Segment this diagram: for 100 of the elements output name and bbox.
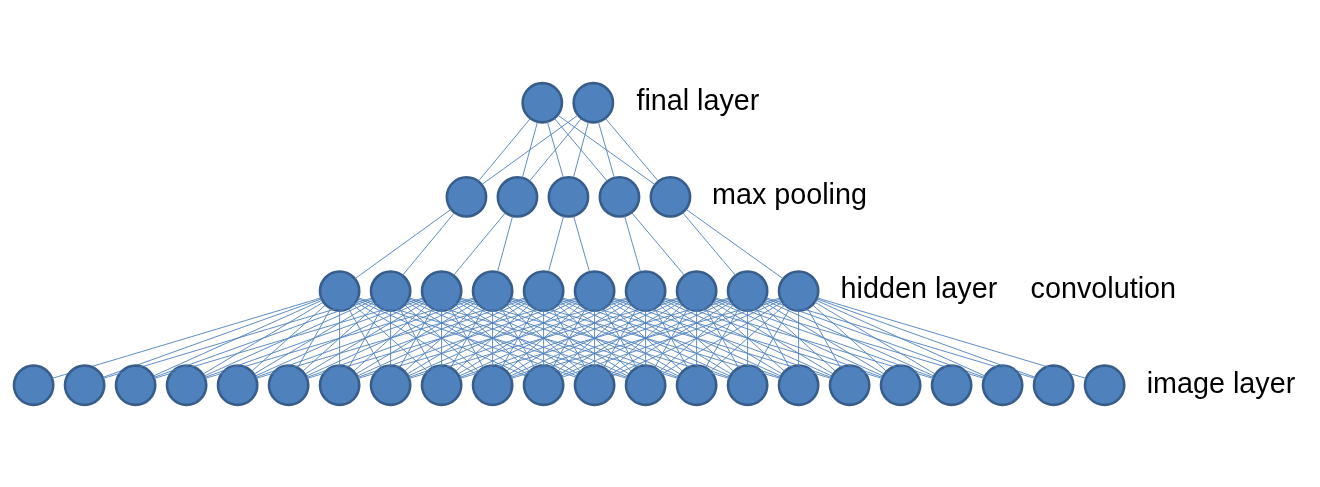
connector [492, 309, 494, 366]
connector [798, 309, 800, 366]
connector [663, 298, 883, 378]
connector [696, 309, 698, 366]
connector [408, 298, 628, 378]
node-circle [1083, 363, 1126, 406]
connector [663, 297, 934, 379]
connector [510, 297, 781, 379]
connector [747, 309, 749, 366]
connector [553, 117, 608, 182]
connector [302, 304, 377, 372]
connector [354, 208, 452, 279]
node-circle [930, 363, 973, 406]
connector [662, 299, 833, 376]
connector [304, 301, 426, 375]
connector [631, 211, 685, 276]
connector [761, 304, 836, 372]
node-circle [445, 175, 488, 218]
connector [546, 120, 564, 178]
node-circle [777, 269, 820, 312]
connector [297, 307, 331, 368]
node-circle [318, 363, 361, 406]
connector [645, 309, 647, 366]
node-circle [114, 363, 157, 406]
node-circle [267, 363, 310, 406]
connector [306, 298, 526, 378]
connector [357, 298, 577, 378]
connector [561, 297, 832, 379]
node-circle [1032, 363, 1075, 406]
connector [353, 304, 428, 372]
node-circle [624, 269, 667, 312]
connector [255, 299, 425, 376]
connector [51, 297, 322, 379]
node-circle [12, 363, 55, 406]
connector [557, 114, 656, 185]
connector [355, 301, 477, 375]
node-circle [879, 363, 922, 406]
node-circle [573, 269, 616, 312]
connector [477, 117, 531, 182]
node-circle [828, 363, 871, 406]
node-circle [726, 269, 769, 312]
connector [357, 297, 628, 379]
node-circle [63, 363, 106, 406]
connector [102, 298, 322, 378]
label: hidden layer [840, 271, 998, 304]
connector [764, 299, 935, 376]
connector [816, 298, 1036, 378]
connector [521, 121, 538, 178]
node-circle [471, 269, 514, 312]
connector [714, 297, 985, 379]
node-circle [777, 363, 820, 406]
connector [406, 301, 528, 375]
connector [153, 297, 424, 379]
node-circle [369, 363, 412, 406]
node-circle [675, 269, 718, 312]
connector [812, 304, 887, 372]
connector [608, 304, 683, 372]
node-circle [547, 175, 590, 218]
connector [816, 297, 1087, 379]
connector [459, 297, 730, 379]
node-circle [522, 269, 565, 312]
connector [610, 301, 732, 375]
node-circle [981, 363, 1024, 406]
connector [204, 299, 374, 376]
connector [251, 304, 326, 372]
connector [102, 297, 373, 379]
connector [453, 212, 506, 276]
node-circle [573, 363, 616, 406]
connector [204, 298, 424, 378]
connector [306, 299, 476, 376]
connector [404, 304, 479, 372]
connector [508, 301, 630, 375]
connector [306, 297, 577, 379]
node-circle [624, 363, 667, 406]
connector [604, 117, 659, 182]
connector [612, 297, 883, 379]
connector [710, 304, 785, 372]
node-circle [318, 269, 361, 312]
connector [543, 309, 545, 366]
node-circle [572, 81, 615, 124]
connector [624, 214, 641, 272]
node-circle [726, 363, 769, 406]
connector [763, 301, 885, 375]
connector [765, 298, 985, 378]
connector [528, 117, 582, 182]
connector [659, 304, 734, 372]
connector [510, 298, 730, 378]
connector [682, 211, 736, 276]
connector [661, 301, 783, 375]
connector [807, 307, 842, 368]
connector [204, 297, 475, 379]
node-circle [522, 363, 565, 406]
connector [685, 208, 784, 279]
node-circle [675, 363, 718, 406]
node-circle [521, 81, 564, 124]
connector [713, 299, 884, 376]
node-circle [216, 363, 259, 406]
connector [457, 301, 579, 375]
node-circle [471, 363, 514, 406]
connector [255, 297, 526, 379]
